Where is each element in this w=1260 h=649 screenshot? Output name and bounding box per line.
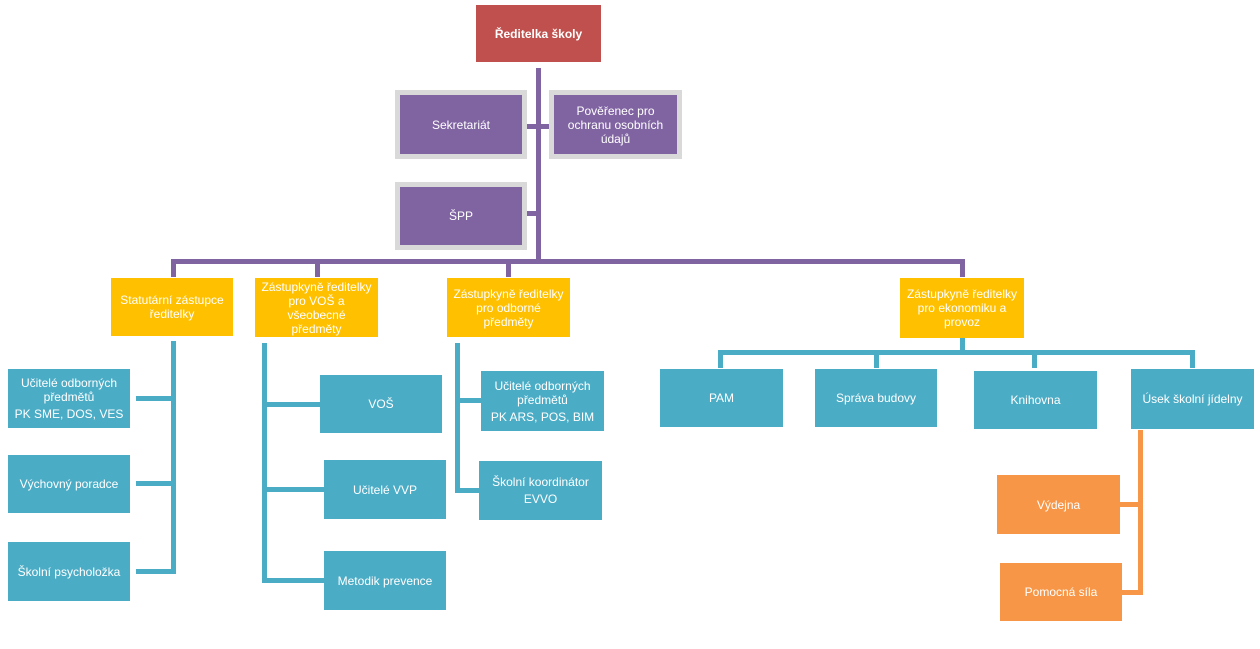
connector-line [262, 487, 324, 492]
connector-line [718, 350, 723, 368]
unit-box: Učitelé odborných předmětů PK SME, DOS, … [8, 369, 130, 428]
unit-box: Školní koordinátor EVVO [479, 461, 602, 520]
unit-box: Školní psycholožka [8, 542, 130, 601]
connector-line [541, 124, 551, 129]
connector-line [522, 211, 536, 216]
unit-label: Pomocná síla [1024, 585, 1098, 599]
connector-line [262, 402, 320, 407]
connector-line [1190, 350, 1195, 368]
unit-label: Úsek školní jídelny [1142, 392, 1243, 406]
connector-line [136, 481, 174, 486]
unit-box: VOŠ [320, 375, 442, 433]
unit-box: Metodik prevence [324, 551, 446, 610]
unit-label: Školní koordinátor [492, 475, 589, 489]
unit-box: Učitelé odborných předmětů PK ARS, POS, … [481, 371, 604, 431]
unit-label: PAM [708, 391, 735, 405]
deputy-label: Zástupkyně ředitelky pro ekonomiku a pro… [906, 287, 1018, 329]
connector-line [960, 259, 965, 277]
unit-label: Učitelé odborných předmětů [20, 376, 118, 404]
unit-label: Učitelé odborných předmětů [494, 378, 591, 407]
unit-label: Knihovna [1010, 393, 1061, 407]
dpo-label: Pověřenec pro ochranu osobních údajů [567, 103, 664, 146]
connector-line [506, 259, 511, 277]
connector-line [171, 341, 176, 574]
unit-sublabel: PK SME, DOS, VES [14, 407, 124, 421]
unit-label: Správa budovy [835, 391, 917, 405]
connector-line [136, 396, 174, 401]
connector-line [536, 68, 541, 263]
deputy-statutory-box: Statutární zástupce ředitelky [111, 278, 233, 336]
dpo-box: Pověřenec pro ochranu osobních údajů [549, 90, 682, 159]
connector-line [136, 569, 174, 574]
secretariat-label: Sekretariát [431, 117, 491, 132]
connector-line [171, 259, 965, 264]
connector-line [718, 350, 1195, 355]
unit-box: Výchovný poradce [8, 455, 130, 513]
connector-line [522, 124, 536, 129]
connector-line [262, 578, 324, 583]
unit-label: Metodik prevence [337, 573, 433, 588]
deputy-vos-box: Zástupkyně ředitelky pro VOŠ a všeobecné… [255, 278, 378, 337]
unit-sublabel: PK ARS, POS, BIM [490, 409, 595, 424]
connector-line [455, 343, 460, 493]
director-box: Ředitelka školy [476, 5, 601, 62]
unit-box: Knihovna [974, 371, 1097, 429]
unit-box: PAM [660, 369, 783, 427]
canteen-unit-box: Pomocná síla [1000, 563, 1122, 621]
unit-box: Učitelé VVP [324, 460, 446, 519]
unit-label: VOŠ [368, 397, 394, 411]
deputy-economic-box: Zástupkyně ředitelky pro ekonomiku a pro… [900, 278, 1024, 338]
spp-label: ŠPP [448, 209, 473, 223]
deputy-professional-box: Zástupkyně ředitelky pro odborné předmět… [447, 278, 570, 337]
connector-line [1120, 502, 1141, 507]
connector-line [455, 398, 481, 403]
connector-line [1138, 430, 1143, 595]
connector-line [315, 259, 320, 277]
unit-label: Výdejna [1036, 497, 1081, 512]
unit-label: Školní psycholožka [17, 564, 121, 579]
unit-label: Výchovný poradce [19, 477, 119, 491]
secretariat-box: Sekretariát [395, 90, 527, 159]
connector-line [1032, 350, 1037, 368]
canteen-unit-box: Výdejna [997, 475, 1120, 534]
deputy-label: Zástupkyně ředitelky pro odborné předmět… [453, 286, 564, 329]
connector-line [874, 350, 879, 368]
unit-box: Správa budovy [815, 369, 937, 427]
connector-line [960, 338, 965, 353]
spp-box: ŠPP [395, 182, 527, 250]
director-label: Ředitelka školy [494, 26, 583, 41]
connector-line [262, 343, 267, 583]
deputy-label: Statutární zástupce ředitelky [120, 293, 224, 321]
unit-box: Úsek školní jídelny [1131, 369, 1254, 429]
unit-label: Učitelé VVP [352, 482, 418, 497]
unit-sublabel: EVVO [523, 492, 558, 506]
connector-line [171, 259, 176, 277]
connector-line [455, 488, 479, 493]
connector-line [1122, 590, 1141, 595]
deputy-label: Zástupkyně ředitelky pro VOŠ a všeobecné… [261, 279, 372, 336]
